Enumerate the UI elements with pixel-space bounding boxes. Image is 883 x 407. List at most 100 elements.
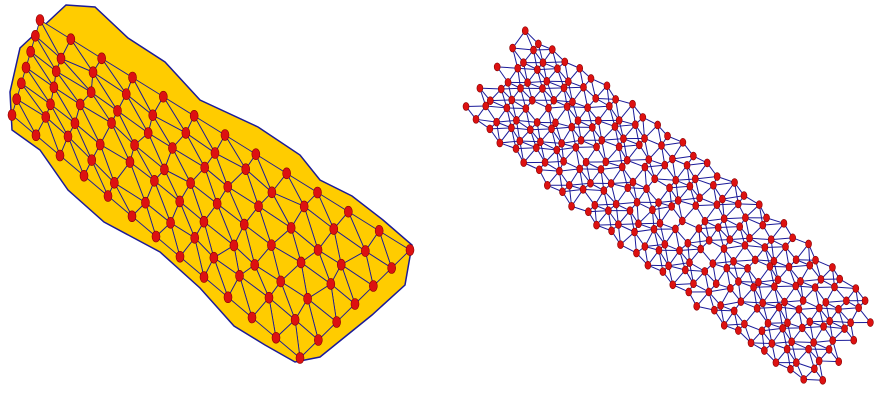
lattice-bond (802, 326, 824, 329)
lattice-atom (589, 123, 596, 132)
lattice-atom (784, 318, 791, 328)
lattice-atom (668, 202, 675, 211)
lattice-bond (825, 300, 847, 303)
lattice-bond (594, 203, 617, 206)
lattice-bond (809, 320, 830, 323)
mesh-vertex (361, 245, 370, 257)
mesh-vertex (200, 161, 209, 174)
lattice-bond (762, 301, 785, 304)
lattice-bond (718, 226, 740, 229)
lattice-bond (611, 181, 633, 184)
lattice-atom (712, 279, 720, 289)
lattice-atom (714, 223, 722, 232)
lattice-atom (655, 198, 662, 207)
lattice-atom (735, 326, 742, 335)
lattice-atom (535, 39, 542, 49)
lattice-atom (651, 174, 659, 184)
lattice-atom (641, 162, 649, 172)
lattice-bond (559, 168, 580, 172)
mesh-vertex (107, 117, 116, 129)
lattice-atom (676, 246, 683, 255)
lattice-atom (695, 224, 703, 233)
lattice-bond (834, 286, 856, 289)
lattice-atom (629, 99, 636, 109)
mesh-vertex (267, 186, 277, 199)
mesh-vertex (212, 197, 222, 210)
lattice-atom (693, 301, 701, 311)
lattice-bond (618, 223, 639, 226)
lattice-atom (620, 134, 627, 143)
mesh-vertex (220, 129, 230, 141)
lattice-atom (767, 235, 775, 244)
mesh-vertex (223, 291, 233, 304)
lattice-atom (569, 97, 576, 107)
mesh-vertex (286, 222, 296, 234)
lattice-atom (577, 135, 585, 145)
mesh-vertex (125, 156, 135, 168)
lattice-atom (669, 154, 676, 164)
lattice-atom (617, 240, 624, 249)
mesh-triangle (83, 159, 109, 197)
mesh-vertex (26, 45, 35, 58)
lattice-bond (668, 262, 690, 267)
lattice-atom (771, 282, 778, 291)
lattice-atom (661, 240, 669, 249)
lattice-atom (806, 317, 814, 327)
lattice-atom (508, 123, 515, 133)
lattice-atom (793, 358, 800, 367)
lattice-atom (539, 58, 547, 67)
mesh-vertex (70, 117, 80, 130)
lattice-atom (741, 319, 748, 329)
lattice-atom (755, 200, 763, 209)
lattice-atom (639, 113, 647, 122)
lattice-atom (605, 206, 612, 215)
mesh-vertex (141, 196, 150, 209)
lattice-atom (629, 177, 637, 187)
lattice-atom (720, 320, 728, 330)
lattice-bond (619, 144, 640, 148)
lattice-atom (561, 57, 569, 67)
mesh-vertex (405, 244, 415, 256)
lattice-atom (684, 238, 692, 248)
mesh-vertex (110, 177, 119, 189)
lattice-bond (583, 188, 604, 192)
lattice-bond (567, 106, 588, 109)
mesh-vertex (31, 30, 40, 42)
lattice-atom (770, 256, 778, 266)
lattice-atom (543, 76, 551, 86)
lattice-bond (722, 195, 745, 200)
lattice-bond (669, 185, 690, 189)
mesh-vertex (113, 105, 122, 117)
lattice-atom (835, 304, 842, 314)
lattice-bond (647, 264, 669, 267)
lattice-atom (709, 259, 717, 268)
lattice-atom (541, 158, 549, 167)
lattice-atom (755, 277, 762, 287)
lattice-atom (825, 345, 833, 354)
lattice-atom (560, 157, 567, 166)
lattice-atom (615, 116, 623, 125)
lattice-bond (588, 210, 609, 213)
mesh-vertex (97, 52, 106, 65)
lattice-atom (730, 306, 738, 316)
lattice-atom (553, 145, 561, 155)
lattice-atom (800, 375, 808, 384)
lattice-atom (792, 281, 800, 291)
lattice-atom (692, 201, 700, 210)
mesh-vertex (75, 98, 85, 111)
lattice-bond (600, 166, 623, 170)
lattice-atom (611, 122, 619, 131)
mesh-vertex (130, 139, 139, 151)
lattice-atom (641, 242, 649, 251)
lattice-atom (703, 158, 711, 168)
lattice-bond (540, 141, 562, 144)
lattice-atom (805, 239, 812, 249)
lattice-bond (723, 244, 746, 250)
lattice-atom (852, 284, 860, 293)
lattice-atom (548, 124, 555, 134)
lattice-atom (665, 261, 672, 271)
mesh-vertex (241, 163, 251, 175)
mesh-vertex (336, 258, 346, 271)
lattice-atom (633, 197, 641, 207)
